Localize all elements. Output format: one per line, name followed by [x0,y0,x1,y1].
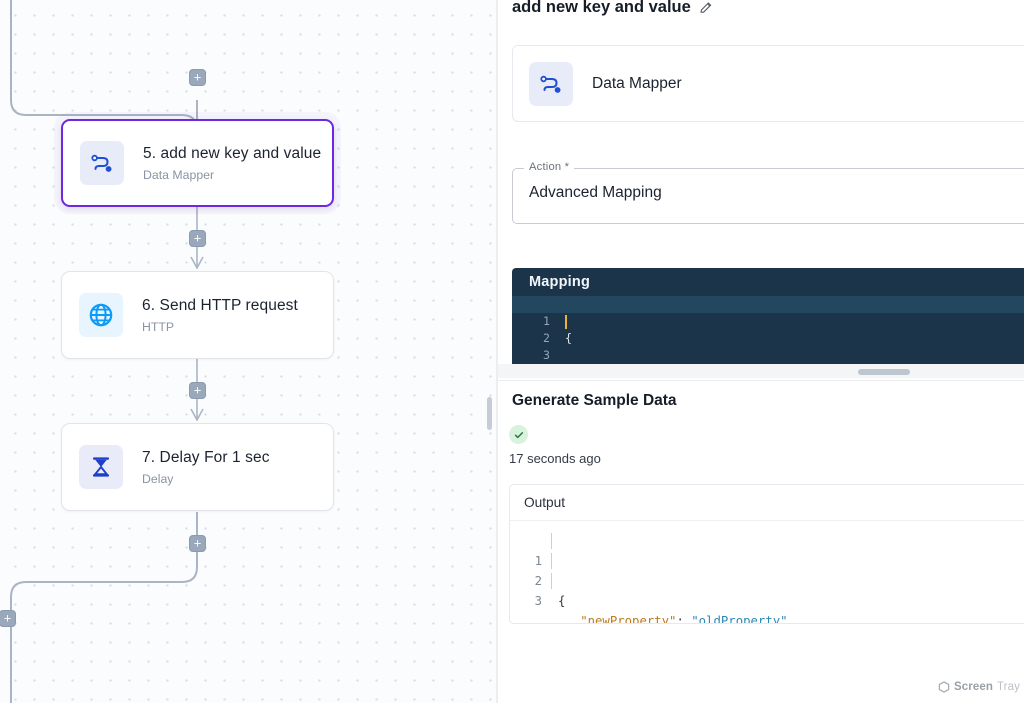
text-cursor [565,315,567,329]
node-detail-panel: add new key and value Data Mappe [498,0,1024,703]
line-number: 3 [534,594,542,608]
mapping-code-editor[interactable]: Mapping 1 { 2 "newProperty": "oldPropert… [512,268,1024,364]
editor-footer-strip [498,364,1024,378]
page-title: add new key and value [512,0,691,16]
workflow-node-delay[interactable]: 7. Delay For 1 sec Delay [61,423,334,511]
mapping-editor-title: Mapping [529,274,591,290]
editor-resize-handle[interactable] [858,369,910,375]
timestamp-label: 17 seconds ago [509,451,601,466]
add-step-button-bottom[interactable] [0,610,16,627]
action-field-value: Advanced Mapping [529,184,662,201]
node-title: 7. Delay For 1 sec [142,448,270,466]
line-number: 2 [543,331,550,345]
watermark-light: Tray [996,681,1020,693]
panel-divider [496,0,498,703]
output-line: 1 { [510,531,584,608]
data-mapper-icon [529,61,573,106]
code-line: 1 { [512,296,1024,345]
gutter-rule [551,573,552,589]
workflow-node-http[interactable]: 6. Send HTTP request HTTP [61,271,334,359]
panel-resize-handle[interactable] [487,397,492,430]
add-step-button-top[interactable] [189,69,206,86]
line-number: 3 [543,348,550,362]
generate-sample-data-section: Generate Sample Data 17 seconds ago Outp… [498,380,1024,703]
code-line: 3 } [512,330,1024,362]
line-number: 1 [534,554,542,568]
node-config-section: add new key and value Data Mappe [498,0,1024,378]
node-text-block: 6. Send HTTP request HTTP [142,297,298,334]
node-subtitle: HTTP [142,319,175,334]
globe-icon [79,293,123,337]
line-code: { [565,331,572,345]
node-title: 6. Send HTTP request [142,296,298,314]
node-subtitle: Delay [142,471,174,486]
output-line: 2 "newProperty": "oldProperty" [510,551,788,623]
token-colon: : [676,614,692,624]
line-code: "newProperty": "oldProperty" [558,611,788,624]
watermark-bold: Screen [954,681,993,693]
workflow-node-data-mapper[interactable]: 5. add new key and value Data Mapper [61,119,334,207]
node-name-row: add new key and value [512,0,713,17]
output-panel: Output 1 { 2 "newProperty": "oldProperty… [509,484,1024,624]
node-text-block: 7. Delay For 1 sec Delay [142,449,270,486]
app-card-label: Data Mapper [592,74,682,92]
cube-logo-icon [938,681,950,693]
hourglass-icon [79,445,123,489]
add-step-button-2[interactable] [189,382,206,399]
code-line: 2 "newProperty": "oldProperty" [512,313,1024,345]
app-card-data-mapper[interactable]: Data Mapper [512,45,1024,122]
line-number: 1 [543,314,550,328]
watermark: Screen Tray [938,681,1020,693]
section-title: Generate Sample Data [512,392,677,409]
action-select-field[interactable]: Action * Advanced Mapping [512,161,1024,224]
output-header: Output [510,485,1024,521]
node-text-block: 5. add new key and value Data Mapper [143,145,321,182]
node-subtitle: Data Mapper [143,167,215,182]
output-line: 3 } [510,571,584,608]
line-number: 2 [534,574,542,588]
token-key: "newProperty" [580,614,677,624]
check-icon [514,431,523,438]
add-step-button-1[interactable] [189,230,206,247]
data-mapper-icon [80,141,124,185]
status-badge [509,425,528,444]
gutter-rule [551,533,552,549]
gutter-rule [551,553,552,569]
pencil-icon[interactable] [699,1,713,15]
line-code: { [558,594,566,608]
workflow-canvas[interactable]: 5. add new key and value Data Mapper 6. … [0,0,496,703]
output-header-label: Output [524,495,566,510]
token-string: "oldProperty" [691,614,788,624]
action-field-label: Action * [524,161,575,173]
add-step-button-3[interactable] [189,535,206,552]
node-title: 5. add new key and value [143,144,322,162]
